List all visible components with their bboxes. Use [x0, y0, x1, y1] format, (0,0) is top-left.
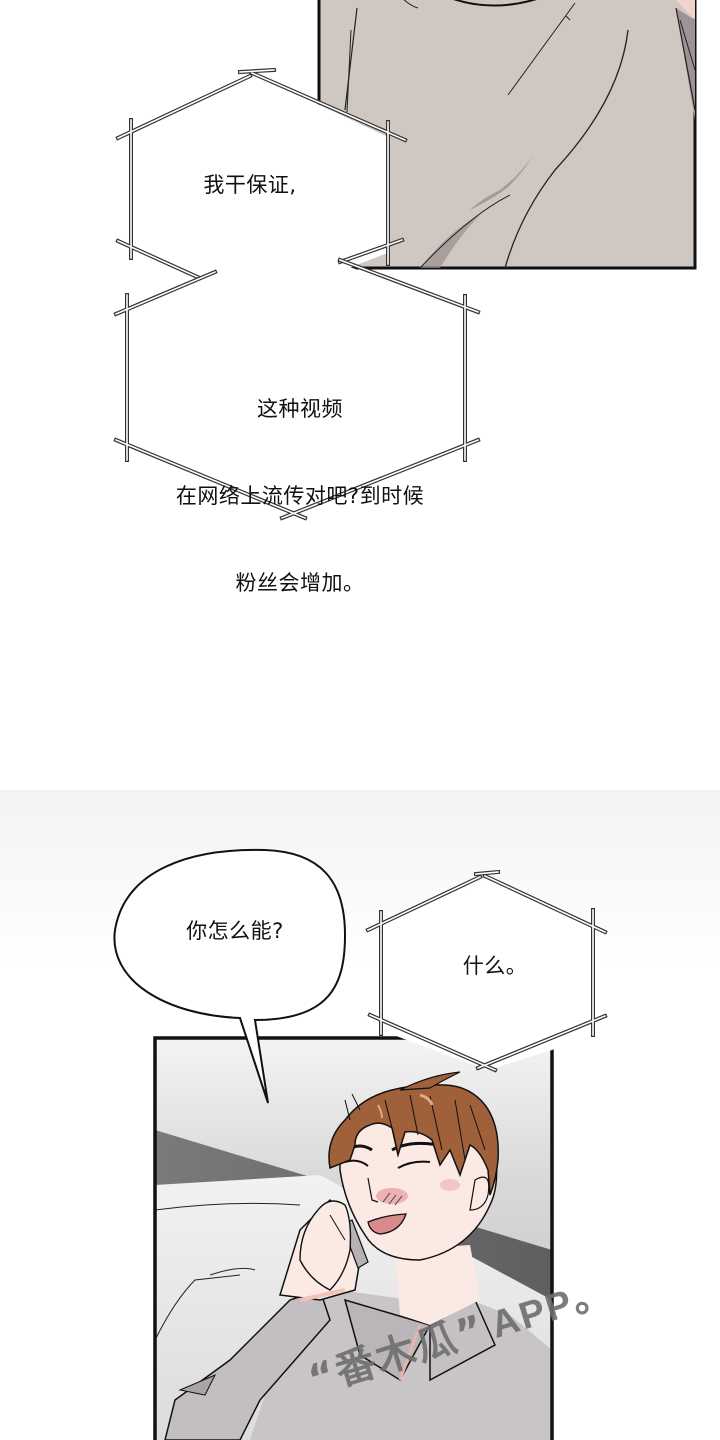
bubble-3-text: 你怎么能?	[186, 919, 284, 943]
bubble-2-line-1: 这种视频	[257, 397, 343, 421]
bubble-1-text: 我干保证,	[203, 173, 297, 197]
bubble-2-line-2: 在网络上流传对吧?到时候	[175, 484, 425, 508]
bubble-2-text: 这种视频 在网络上流传对吧?到时候 粉丝会增加。	[140, 337, 460, 656]
bubble-4-text: 什么。	[462, 954, 528, 978]
bubble-2-line-3: 粉丝会增加。	[235, 571, 365, 595]
